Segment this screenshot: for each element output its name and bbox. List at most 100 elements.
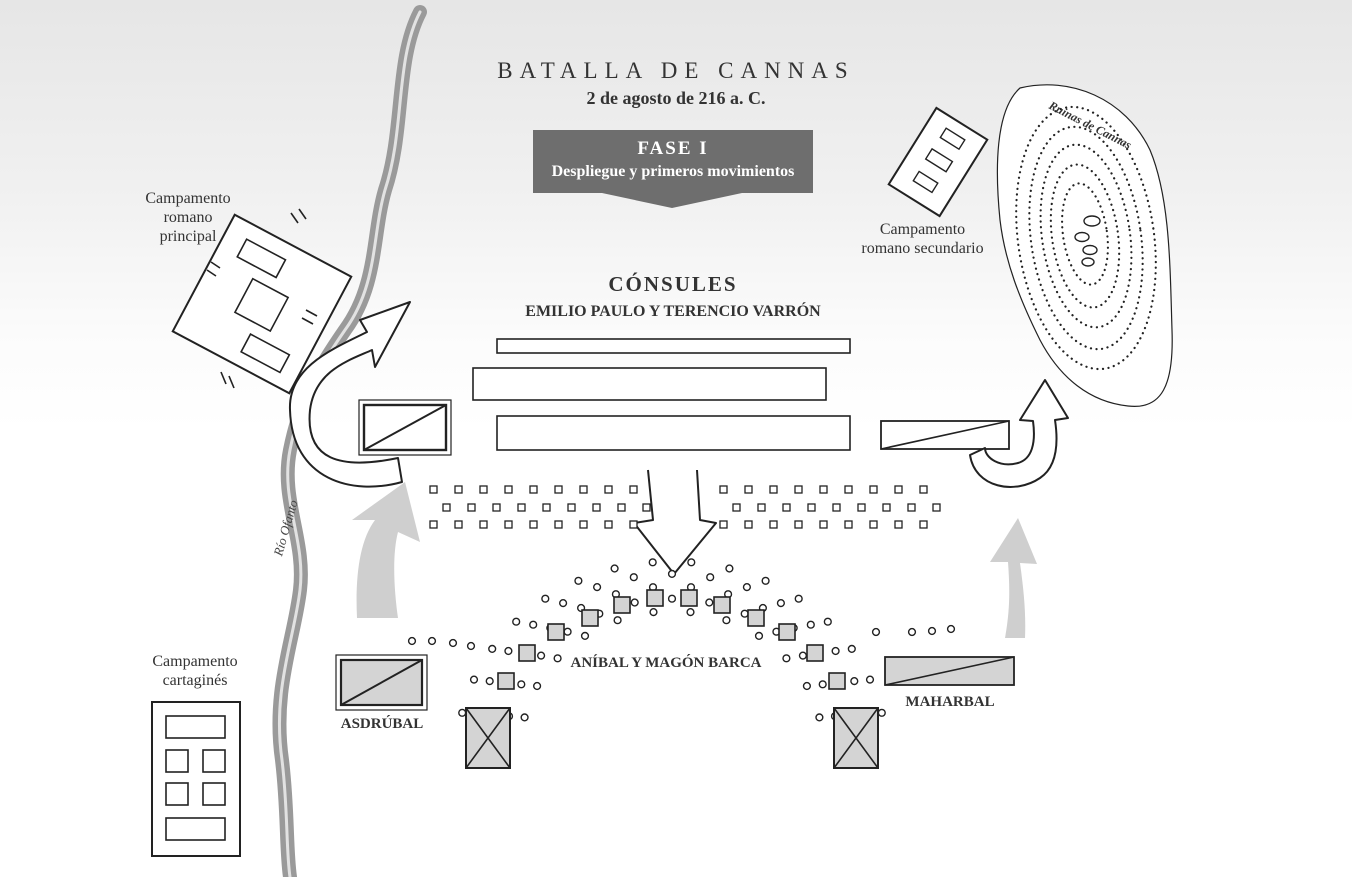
light-infantry-dot [740, 609, 749, 618]
light-infantry-dot [558, 598, 568, 608]
light-infantry-dot [802, 681, 812, 691]
velite-marker [744, 485, 753, 494]
velite-marker [554, 485, 563, 494]
light-infantry-dot [630, 598, 639, 607]
roman-right-cavalry [880, 420, 1010, 450]
velite-marker [894, 520, 903, 529]
velite-marker [844, 485, 853, 494]
carthaginian-camp-label: Campamento cartaginés [125, 652, 265, 690]
velite-marker [819, 485, 828, 494]
light-infantry-dot [877, 708, 886, 717]
light-infantry-dot [427, 636, 437, 646]
velite-marker [604, 520, 613, 529]
light-infantry-dot [466, 641, 476, 651]
light-infantry-dot [865, 675, 875, 684]
camp-label-line: principal [159, 228, 217, 245]
velite-marker [579, 485, 588, 494]
light-infantry-dot [469, 675, 479, 684]
light-infantry-dot [504, 646, 513, 656]
velite-marker [794, 520, 803, 529]
light-infantry-dot [553, 654, 562, 663]
velite-marker [907, 503, 916, 512]
ruins-of-cannae [996, 84, 1173, 407]
velite-marker [869, 485, 878, 494]
light-infantry-dot [722, 616, 731, 625]
infantry-square [497, 672, 515, 690]
velite-marker [769, 485, 778, 494]
light-infantry-dot [725, 564, 734, 573]
velite-marker [504, 520, 513, 529]
light-infantry-dot [742, 582, 752, 592]
infantry-square [806, 644, 824, 662]
infantry-square [747, 609, 765, 627]
light-infantry-dot [946, 624, 956, 634]
velite-marker [454, 485, 463, 494]
camp-label-line: Campamento [879, 221, 966, 238]
velite-marker [567, 503, 576, 512]
velite-marker [504, 485, 513, 494]
camp-gate-marks [206, 208, 318, 389]
velite-marker [782, 503, 791, 512]
roman-secondary-camp-icon [887, 106, 989, 218]
phase-label: FASE I [637, 138, 709, 159]
light-infantry-dot [798, 651, 808, 660]
hasdrubal-label: ASDRÚBAL [340, 716, 424, 732]
roman-secondary-camp-label: Campamento romano secundario [845, 220, 1000, 258]
light-infantry-dot [705, 598, 714, 607]
light-infantry-dot [541, 594, 550, 603]
light-infantry-dot [488, 644, 497, 654]
velite-marker [479, 520, 488, 529]
light-infantry-dot [927, 626, 937, 636]
light-infantry-dot [794, 594, 803, 603]
velite-marker [919, 520, 928, 529]
velite-marker [719, 520, 728, 529]
roman-center-advance-arrow [633, 469, 717, 575]
camp-label-line: Campamento [152, 653, 238, 670]
roman-infantry-lines [472, 338, 851, 451]
velite-marker [592, 503, 601, 512]
hasdrubal-advance-arrow [352, 482, 420, 618]
light-infantry-dot [592, 582, 602, 592]
light-infantry-dot [458, 708, 467, 717]
velite-marker [429, 485, 438, 494]
light-infantry-dot [776, 598, 786, 608]
infantry-square [646, 589, 664, 607]
light-infantry-dot [574, 576, 583, 585]
river-highlight [278, 10, 422, 877]
infantry-square [778, 623, 796, 641]
light-infantry-dot [407, 636, 417, 646]
velite-marker [919, 485, 928, 494]
light-infantry-dot [687, 558, 696, 567]
light-infantry-dot [520, 713, 529, 722]
light-infantry-dot [754, 631, 764, 641]
light-infantry-dot [580, 631, 590, 641]
light-infantry-dot [536, 651, 546, 660]
infantry-square [680, 589, 698, 607]
velite-marker [542, 503, 551, 512]
velite-marker [429, 520, 438, 529]
light-infantry-dot [610, 564, 619, 573]
camp-label-line: cartaginés [162, 672, 228, 689]
light-infantry-dot [667, 594, 677, 603]
consuls-names: EMILIO PAULO Y TERENCIO VARRÓN [525, 303, 821, 320]
light-infantry-dot [532, 681, 542, 691]
velite-marker [732, 503, 741, 512]
carthaginian-camp-icon [151, 701, 241, 857]
roman-main-camp-label: Campamento romano principal [118, 189, 258, 246]
light-infantry-dot [823, 617, 832, 626]
light-infantry-dot [629, 573, 638, 582]
infantry-square [713, 596, 731, 614]
infantry-square [613, 596, 631, 614]
phase-banner [533, 130, 813, 208]
light-infantry-dot [667, 569, 677, 579]
velite-marker [857, 503, 866, 512]
velite-marker [794, 485, 803, 494]
velite-marker [844, 520, 853, 529]
velite-marker [454, 520, 463, 529]
velite-marker [744, 520, 753, 529]
light-infantry-dot [831, 646, 840, 656]
infantry-square [518, 644, 536, 662]
roman-left-cavalry-hook-arrow [288, 301, 411, 488]
